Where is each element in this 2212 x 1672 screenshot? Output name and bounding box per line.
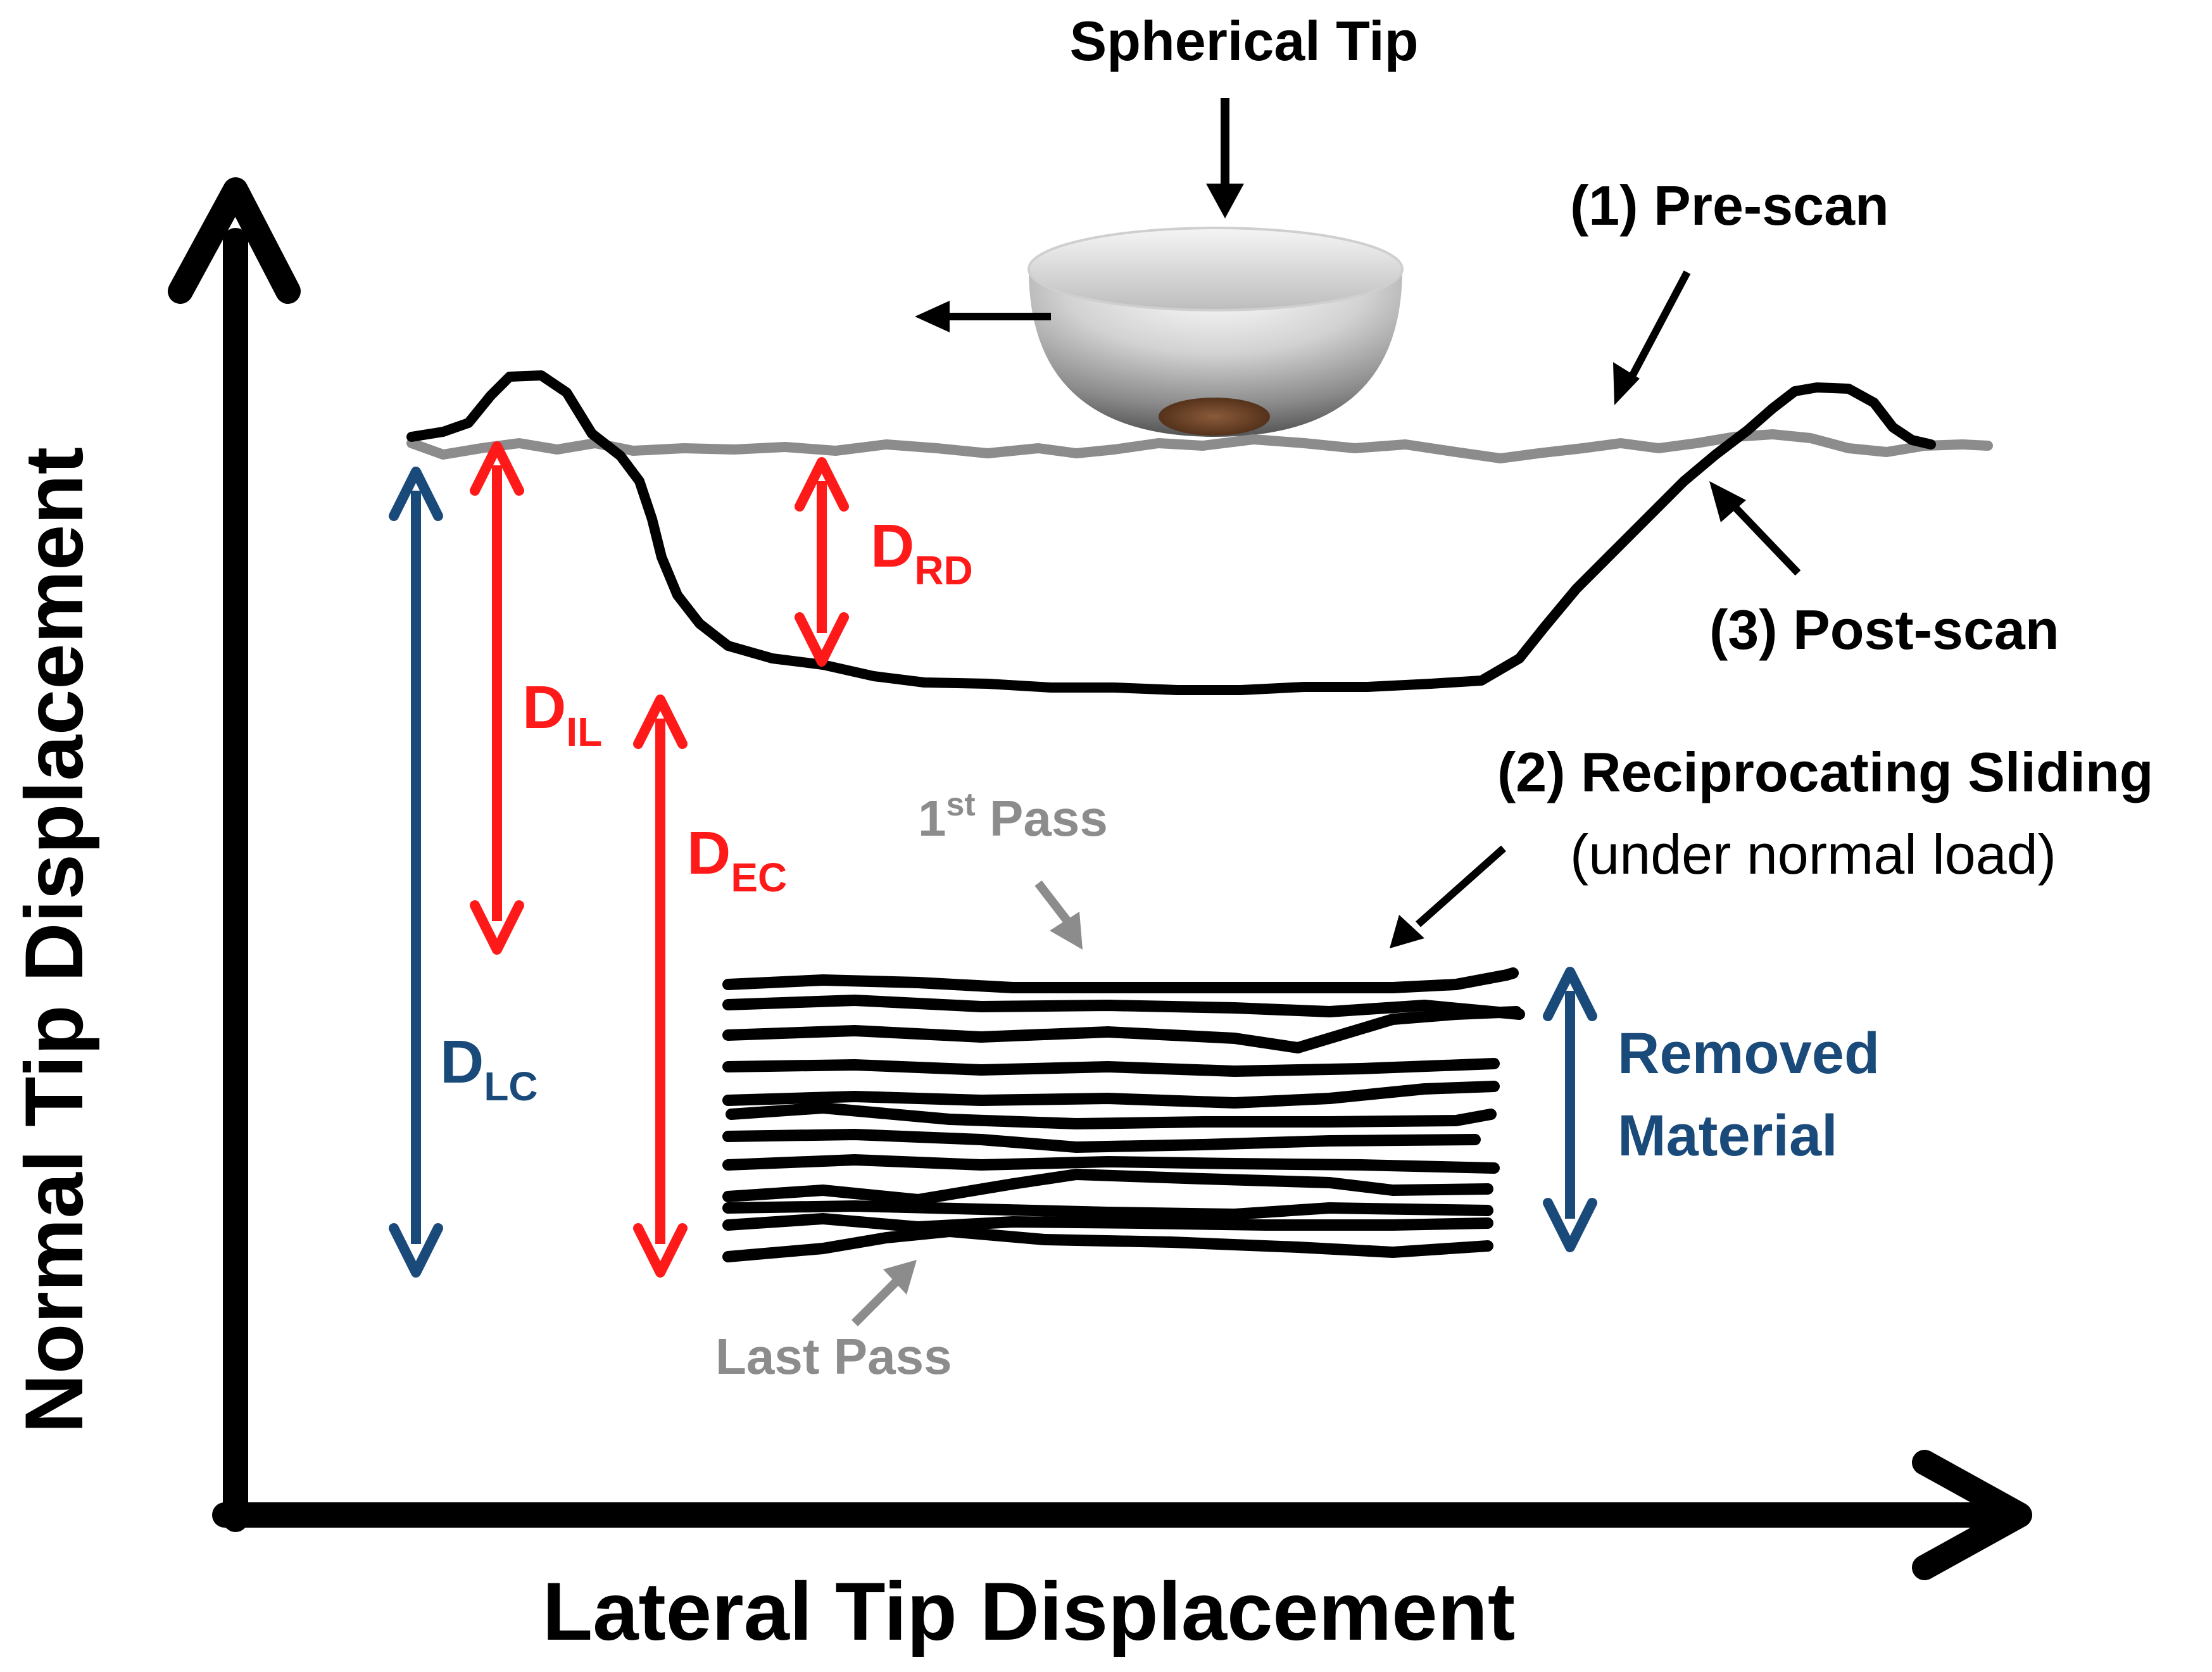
pass-line [722, 1006, 1522, 1053]
sphere-rim [1027, 227, 1404, 311]
d-lc-sub: LC [484, 1064, 537, 1109]
first-pass-pointer-head [1050, 912, 1083, 950]
pass-line [726, 1102, 1497, 1129]
d-rd-base: D [870, 512, 914, 580]
spherical-tip-label: Spherical Tip [1070, 9, 1419, 72]
d-ec-base: D [687, 819, 731, 887]
spherical-tip [1027, 227, 1404, 437]
d-lc-arrowhead-top [389, 467, 443, 521]
sliding-title-label: (2) Reciprocating Sliding [1497, 741, 2154, 803]
first-pass-label: 1st Pass [918, 786, 1108, 846]
d-rd-label: DRD [870, 512, 973, 593]
d-ec-arrowhead-top [633, 695, 688, 749]
d-ec-sub: EC [731, 855, 787, 900]
post-scan-pointer [1725, 497, 1801, 576]
pre-scan-label: (1) Pre-scan [1570, 174, 1889, 237]
y-axis-arrowhead [168, 177, 301, 304]
d-rd-arrowhead-bottom [795, 612, 849, 667]
pass-line [722, 1226, 1493, 1262]
d-il-arrowhead-bottom [470, 900, 524, 955]
post-scan-label: (3) Post-scan [1709, 598, 2059, 661]
last-pass-label: Last Pass [715, 1328, 952, 1385]
measure-d-rd [795, 457, 849, 667]
d-il-base: D [522, 674, 566, 741]
d-il-arrowhead-top [470, 441, 524, 496]
first-pass-rest: Pass [976, 790, 1108, 846]
sliding-passes [722, 967, 1525, 1262]
post-scan-line [406, 370, 1936, 695]
last-pass-pointer [851, 1276, 902, 1326]
pass-line [722, 1129, 1481, 1153]
removed-material-label-line1: Removed [1618, 1021, 1880, 1086]
d-lc-base: D [440, 1028, 484, 1096]
removed-material-label-line2: Material [1618, 1103, 1838, 1168]
x-axis-label: Lateral Tip Displacement [543, 1565, 1515, 1657]
axes [168, 177, 2032, 1580]
d-il-sub: IL [566, 709, 602, 755]
pre-scan-line [406, 429, 1993, 463]
pass-line [722, 967, 1519, 993]
d-rd-arrowhead-top [795, 457, 849, 512]
pass-line [722, 1213, 1493, 1233]
tip-lateral-motion-arrowhead [915, 301, 950, 332]
pass-line [722, 1154, 1500, 1174]
tip-normal-load-arrowhead [1206, 184, 1244, 218]
first-pass-sup: st [946, 786, 976, 823]
first-pass-number: 1 [918, 790, 946, 846]
measure-removed-material [1543, 967, 1597, 1252]
d-lc-arrowhead-bottom [389, 1223, 443, 1278]
measure-d-lc [389, 467, 443, 1278]
d-rd-sub: RD [914, 548, 972, 593]
pass-line [722, 1081, 1500, 1109]
d-ec-label: DEC [687, 819, 787, 900]
sliding-subtitle-label: (under normal load) [1570, 823, 2056, 886]
sliding-pointer [1416, 845, 1506, 927]
measure-d-ec [633, 695, 688, 1278]
pass-line [722, 995, 1525, 1020]
pass-line [722, 1200, 1493, 1220]
pre-scan-pointer [1626, 270, 1691, 382]
post-scan-pointer-head [1709, 481, 1746, 522]
contact-patch [1159, 398, 1270, 436]
pre-scan-pointer-head [1613, 362, 1640, 405]
first-pass-pointer [1034, 880, 1074, 927]
x-axis-arrowhead [1912, 1450, 2032, 1580]
pass-line [722, 1169, 1493, 1205]
measure-d-il [470, 441, 524, 955]
y-axis-label: Normal Tip Displacement [8, 447, 100, 1433]
removed-material-arrowhead-bottom [1543, 1198, 1597, 1252]
removed-material-arrowhead-top [1543, 967, 1597, 1021]
pass-line [722, 1058, 1500, 1077]
last-pass-pointer-head [883, 1260, 917, 1295]
sliding-pointer-head [1390, 915, 1424, 948]
d-ec-arrowhead-bottom [633, 1223, 688, 1278]
sphere-body [1029, 269, 1402, 437]
d-il-label: DIL [522, 674, 602, 755]
d-lc-label: DLC [440, 1028, 538, 1109]
